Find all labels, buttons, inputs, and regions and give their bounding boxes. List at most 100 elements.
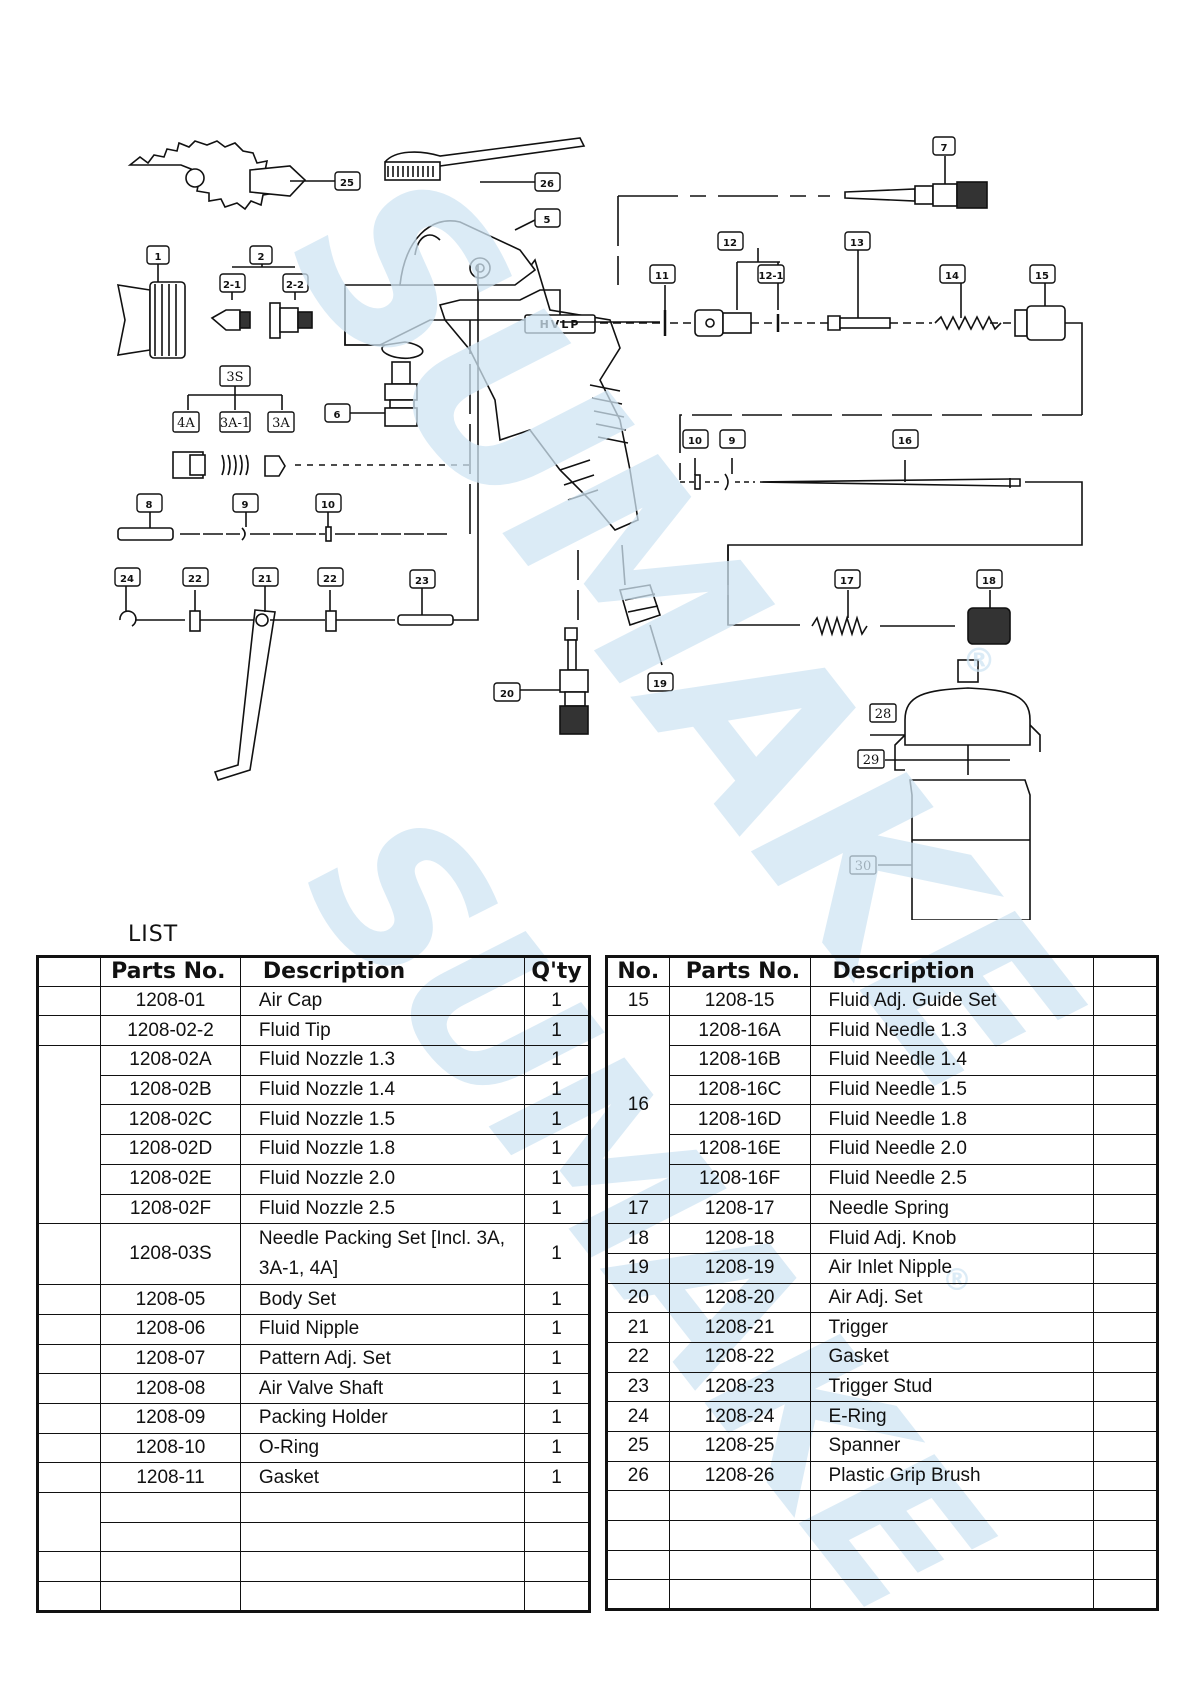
cell-qty <box>1092 1252 1159 1284</box>
cell-description: Gasket <box>809 1341 1094 1373</box>
table-row: 25 1208-25 Spanner <box>606 1431 1159 1462</box>
cell-qty <box>1092 1134 1159 1165</box>
parts-28-30-paint-cup <box>870 659 1041 920</box>
table-row: 1208-02F Fluid Nozzle 2.5 1 <box>38 1193 590 1225</box>
cell-qty <box>1092 1163 1159 1195</box>
table-header-row: No. Parts No. Description <box>606 956 1159 987</box>
table-row: 18 1208-18 Fluid Adj. Knob <box>606 1223 1159 1254</box>
callout-9a: 9 <box>242 500 249 511</box>
cell-qty <box>1092 1045 1159 1076</box>
cell-parts-no: 1208-09 <box>100 1402 241 1434</box>
table-row: 19 1208-19 Air Inlet Nipple <box>606 1252 1159 1284</box>
callout-7: 7 <box>941 143 948 154</box>
cell-qty: 1 <box>524 1223 590 1286</box>
callout-21: 21 <box>258 574 272 585</box>
cell-description: Body Set <box>239 1284 526 1315</box>
cell-description: Packing Holder <box>239 1402 526 1434</box>
callout-28: 28 <box>875 707 892 722</box>
cell-qty <box>1092 1074 1159 1106</box>
cell-parts-no: 1208-07 <box>100 1343 241 1375</box>
cell-qty: 1 <box>524 1015 590 1047</box>
parts-21-24-trigger <box>119 265 479 781</box>
table-row: 26 1208-26 Plastic Grip Brush <box>606 1460 1159 1492</box>
table-row: 1208-06 Fluid Nipple 1 <box>36 1313 590 1345</box>
callout-2-1: 2-1 <box>223 280 241 291</box>
cell-qty: 1 <box>524 1163 590 1195</box>
cell-no <box>36 1373 102 1404</box>
parts-table-right: No. Parts No. Description 15 1208-15 Flu… <box>605 955 1159 1612</box>
header-parts-no: Parts No. <box>100 956 241 987</box>
header-description: Description <box>809 956 1094 987</box>
header-qty <box>1092 956 1159 987</box>
cell-no <box>36 985 102 1017</box>
cell-no <box>36 1432 102 1464</box>
table-row: 1208-09 Packing Holder 1 <box>36 1402 590 1434</box>
callout-16: 16 <box>898 436 912 447</box>
cell-qty <box>1092 1104 1159 1136</box>
cell-description: Fluid Nozzle 1.8 <box>239 1134 526 1165</box>
cell-qty: 1 <box>524 1104 590 1136</box>
empty-row <box>606 1549 1159 1581</box>
callout-5: 5 <box>544 215 551 226</box>
table-row: 17 1208-17 Needle Spring <box>606 1193 1159 1225</box>
callout-14: 14 <box>945 271 959 282</box>
cell-description: Spanner <box>809 1431 1094 1462</box>
cell-description: Needle Packing Set [Incl. 3A, 3A-1, 4A] <box>239 1223 526 1286</box>
callout-30: 30 <box>855 859 872 874</box>
parts-9-10-16-needle <box>680 458 1083 626</box>
callout-25: 25 <box>340 178 354 189</box>
cell-parts-no: 1208-05 <box>100 1284 241 1315</box>
parts-table-left: Parts No. Description Q'ty 1208-01 Air C… <box>36 955 591 1613</box>
cell-no: 15 <box>606 985 670 1017</box>
table-row: 1208-02-2 Fluid Tip 1 <box>36 1015 590 1047</box>
part-5-gun-body <box>344 219 660 531</box>
table-row: 1208-11 Gasket 1 <box>36 1462 590 1493</box>
cell-no: 17 <box>606 1193 670 1225</box>
cell-description: Fluid Nozzle 2.5 <box>239 1193 526 1225</box>
cell-qty <box>1092 985 1159 1017</box>
cell-parts-no: 1208-01 <box>100 985 241 1017</box>
cell-description: Fluid Needle 1.4 <box>809 1045 1094 1076</box>
cell-description: Fluid Adj. Guide Set <box>809 985 1094 1017</box>
parts-19-20-air-inlet <box>520 544 663 735</box>
cell-qty <box>1092 1341 1159 1373</box>
cell-qty: 1 <box>524 1134 590 1165</box>
table-row: 1208-10 O-Ring 1 <box>36 1432 590 1464</box>
cell-parts-no: 1208-03S <box>100 1223 241 1286</box>
empty-row <box>38 1521 590 1553</box>
table-row: 20 1208-20 Air Adj. Set <box>606 1282 1159 1314</box>
empty-row <box>36 1491 590 1553</box>
cell-qty <box>1092 1193 1159 1225</box>
table-row: 1208-02E Fluid Nozzle 2.0 1 <box>38 1163 590 1195</box>
callout-12-1: 12-1 <box>758 271 783 282</box>
table-row: 1208-05 Body Set 1 <box>36 1284 590 1315</box>
cell-qty: 1 <box>524 1313 590 1345</box>
cell-parts-no: 1208-02B <box>100 1074 241 1106</box>
cell-description: Fluid Nozzle 1.5 <box>239 1104 526 1136</box>
cell-description: Plastic Grip Brush <box>809 1460 1094 1492</box>
callout-2: 2 <box>258 252 265 263</box>
cell-description: Trigger <box>809 1312 1094 1343</box>
table-row: 1208-16B Fluid Needle 1.4 <box>607 1045 1159 1076</box>
part-6-fluid-nipple <box>350 341 424 427</box>
callout-29: 29 <box>863 753 880 768</box>
callout-9b: 9 <box>729 436 736 447</box>
callout-22a: 22 <box>188 574 202 585</box>
part-2-fluid-nozzle <box>210 258 313 339</box>
cell-no: 23 <box>606 1371 670 1403</box>
header-parts-no: Parts No. <box>668 956 811 987</box>
cell-qty <box>1092 1371 1159 1403</box>
table-row: 1208-01 Air Cap 1 <box>36 985 590 1017</box>
cell-description: Fluid Needle 1.5 <box>809 1074 1094 1106</box>
cell-description: Fluid Needle 2.0 <box>809 1134 1094 1165</box>
cell-no <box>36 1343 102 1375</box>
part-3s-packing-set <box>172 385 470 479</box>
callout-13: 13 <box>850 238 864 249</box>
exploded-parts-diagram: 7 25 26 5 12 13 1 2 11 12-1 14 15 2-1 2-… <box>114 136 1083 920</box>
callout-24: 24 <box>120 574 134 585</box>
cell-parts-no: 1208-02A <box>100 1045 241 1076</box>
empty-row <box>606 1520 1159 1551</box>
empty-row <box>36 1551 590 1583</box>
cell-no <box>36 1462 102 1493</box>
cell-qty <box>1092 1460 1159 1492</box>
